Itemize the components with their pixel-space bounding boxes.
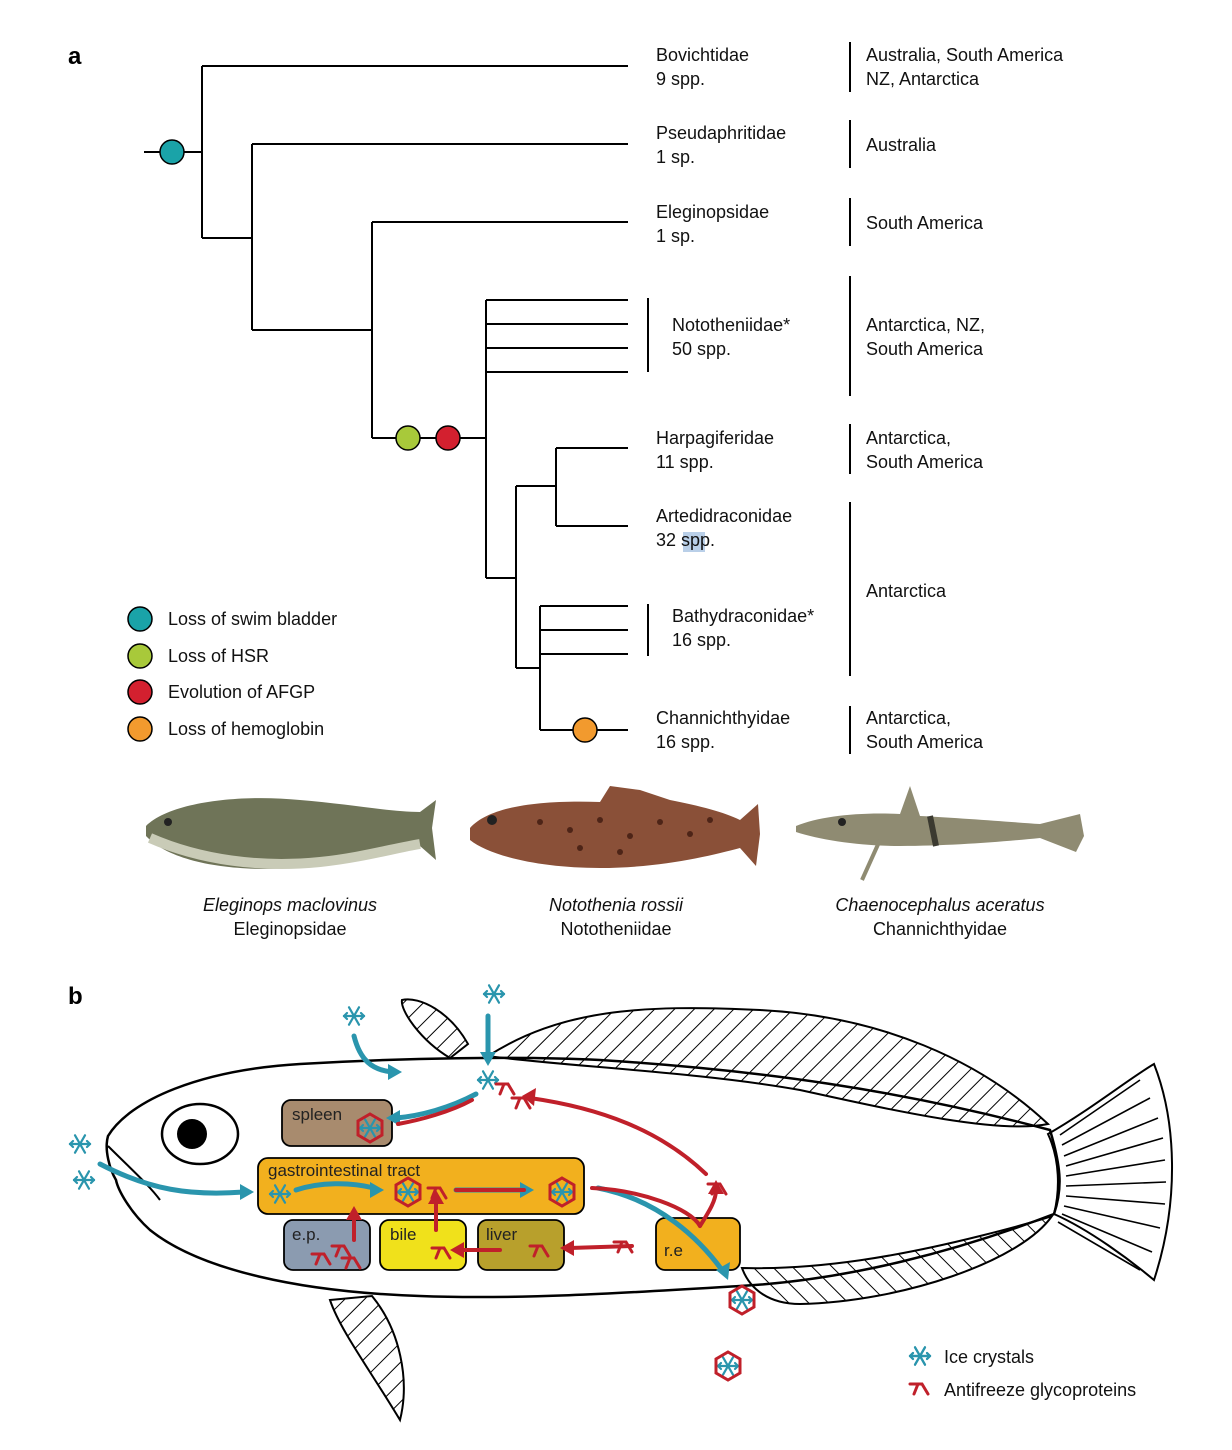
- taxon-species-count: 16 spp.: [656, 732, 715, 752]
- fish-photo-notothenia: [470, 786, 760, 868]
- taxon-name: Harpagiferidae: [656, 428, 774, 448]
- taxon-species-count: 1 sp.: [656, 147, 695, 167]
- family-name: Nototheniidae: [560, 919, 671, 939]
- text-selection-highlight: [683, 532, 705, 552]
- spleen-box: [281, 1099, 393, 1147]
- afgp-evolution-marker: [435, 425, 461, 451]
- distribution-text: South America: [866, 213, 984, 233]
- taxon-labels: Bovichtidae 9 spp. Pseudaphritidae 1 sp.…: [656, 45, 814, 752]
- legend-label: Loss of swim bladder: [168, 609, 337, 629]
- fish-pupil: [177, 1119, 207, 1149]
- distribution-text: South America: [866, 339, 984, 359]
- snowflake-icon: [908, 1346, 932, 1366]
- ep-label: e.p.: [292, 1225, 320, 1244]
- species-name: Notothenia rossii: [549, 895, 684, 915]
- family-name: Channichthyidae: [873, 919, 1007, 939]
- photo-captions: Eleginops maclovinus Eleginopsidae Notot…: [203, 895, 1045, 939]
- phylogenetic-tree: [144, 65, 649, 743]
- panel-label-b: b: [68, 983, 83, 1010]
- distribution-text: Antarctica,: [866, 428, 951, 448]
- distribution-text: South America: [866, 732, 984, 752]
- taxon-species-count: 11 spp.: [656, 452, 714, 472]
- green-circle-icon: [127, 643, 153, 669]
- orange-circle-icon: [127, 716, 153, 742]
- taxon-name: Nototheniidae*: [672, 315, 790, 335]
- red-circle-icon: [127, 679, 153, 705]
- species-name: Chaenocephalus aceratus: [835, 895, 1044, 915]
- taxon-name: Pseudaphritidae: [656, 123, 786, 143]
- legend-label: Antifreeze glycoproteins: [944, 1380, 1136, 1400]
- fish-photo-eleginops: [146, 798, 436, 869]
- taxon-species-count: 16 spp.: [672, 630, 731, 650]
- taxon-name: Eleginopsidae: [656, 202, 769, 222]
- taxon-species-count: 50 spp.: [672, 339, 731, 359]
- anal-fin: [740, 1214, 1055, 1306]
- hemoglobin-loss-marker: [572, 717, 598, 743]
- fish-diagram: [105, 998, 1174, 1423]
- legend-label: Evolution of AFGP: [168, 682, 315, 702]
- fish-body-outline: [105, 1056, 1061, 1299]
- distribution-text: Australia: [866, 135, 937, 155]
- bile-label: bile: [390, 1225, 416, 1244]
- distribution-text: South America: [866, 452, 984, 472]
- liver-box: [477, 1219, 565, 1271]
- legend-a: Loss of swim bladder Loss of HSR Evoluti…: [127, 606, 337, 742]
- taxon-name: Bathydraconidae*: [672, 606, 814, 626]
- taxon-species-count: 9 spp.: [656, 69, 705, 89]
- bile-box: [379, 1219, 467, 1271]
- spleen-label: spleen: [292, 1105, 342, 1124]
- liver-label: liver: [486, 1225, 518, 1244]
- taxon-species-count: 32 spp.: [656, 530, 715, 550]
- legend-b: Ice crystals Antifreeze glycoproteins: [908, 1346, 1136, 1400]
- fish-photo-chaenocephalus: [796, 786, 1084, 881]
- distribution-column: Australia, South America NZ, Antarctica …: [849, 42, 1064, 754]
- distribution-text: Antarctica,: [866, 708, 951, 728]
- legend-label: Ice crystals: [944, 1347, 1034, 1367]
- afgp-icon: [908, 1382, 930, 1396]
- teal-circle-icon: [127, 606, 153, 632]
- species-name: Eleginops maclovinus: [203, 895, 377, 915]
- legend-label: Loss of hemoglobin: [168, 719, 324, 739]
- re-label: r.e: [664, 1241, 683, 1260]
- distribution-text: Australia, South America: [866, 45, 1064, 65]
- taxon-name: Bovichtidae: [656, 45, 749, 65]
- caudal-fin: [1046, 1062, 1174, 1282]
- swim-bladder-loss-marker: [159, 139, 185, 165]
- distribution-text: NZ, Antarctica: [866, 69, 980, 89]
- distribution-text: Antarctica: [866, 581, 947, 601]
- panel-label-a: a: [68, 43, 82, 70]
- hsr-loss-marker: [395, 425, 421, 451]
- family-name: Eleginopsidae: [233, 919, 346, 939]
- pelvic-fin: [328, 1294, 405, 1423]
- taxon-species-count: 1 sp.: [656, 226, 695, 246]
- legend-label: Loss of HSR: [168, 646, 269, 666]
- mouth-line: [107, 1145, 161, 1201]
- first-dorsal-fin: [400, 998, 470, 1060]
- gi-label: gastrointestinal tract: [268, 1161, 420, 1180]
- taxon-name: Artedidraconidae: [656, 506, 792, 526]
- taxon-name: Channichthyidae: [656, 708, 790, 728]
- distribution-text: Antarctica, NZ,: [866, 315, 985, 335]
